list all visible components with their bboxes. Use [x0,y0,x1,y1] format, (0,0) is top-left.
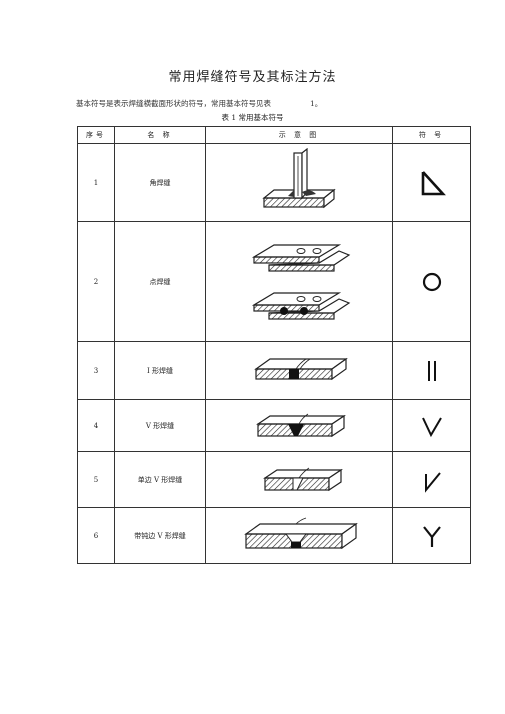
header-symbol: 符 号 [392,126,471,144]
bevel-groove-weld-diagram [205,451,393,508]
intro-table-ref: 1。 [310,99,323,108]
row-name: I 形焊缝 [114,341,206,400]
y-groove-weld-symbol-icon [392,507,471,564]
header-name: 名 称 [114,126,206,144]
row-name: 单边 V 形焊缝 [114,451,206,508]
fillet-weld-diagram [205,143,393,222]
page-title: 常用焊缝符号及其标注方法 [168,70,337,85]
header-diagram: 示 意 图 [205,126,393,144]
spot-weld-diagram [205,221,393,342]
row-number: 3 [77,341,115,400]
y-groove-weld-diagram [205,507,393,564]
table-row: 6 带钝边 V 形焊缝 [77,507,471,564]
spot-weld-symbol-icon [392,221,471,342]
row-number: 2 [77,221,115,342]
table-row: 1 角焊缝 [77,143,471,222]
fillet-weld-illustration-icon [262,147,336,208]
table-row: 2 点焊缝 [77,221,471,342]
table-caption: 表 1 常用基本符号 [221,113,284,122]
table-row: 4 V 形焊缝 [77,399,471,452]
square-butt-weld-symbol-icon [392,341,471,400]
table-row: 3 I 形焊缝 [77,341,471,400]
row-name: V 形焊缝 [114,399,206,452]
header-no: 序号 [77,126,115,144]
row-number: 1 [77,143,115,222]
square-butt-weld-illustration-icon [254,357,348,380]
row-name: 点焊缝 [114,221,206,342]
spot-weld-illustration-icon [251,243,351,320]
bevel-groove-weld-illustration-icon [263,467,343,491]
square-butt-weld-diagram [205,341,393,400]
bevel-groove-weld-symbol-icon [392,451,471,508]
row-number: 5 [77,451,115,508]
row-number: 6 [77,507,115,564]
table-row: 5 单边 V 形焊缝 [77,451,471,508]
table-header-row: 序号 名 称 示 意 图 符 号 [77,126,471,144]
row-name: 带钝边 V 形焊缝 [114,507,206,564]
fillet-weld-symbol-icon [392,143,471,222]
weld-symbols-table: 序号 名 称 示 意 图 符 号 1 角焊缝 [77,126,471,564]
v-groove-weld-illustration-icon [256,413,346,437]
row-name: 角焊缝 [114,143,206,222]
y-groove-weld-illustration-icon [244,517,358,549]
v-groove-weld-symbol-icon [392,399,471,452]
intro-text: 基本符号是表示焊缝横截面形状的符号，常用基本符号见表 [76,99,271,108]
v-groove-weld-diagram [205,399,393,452]
row-number: 4 [77,399,115,452]
